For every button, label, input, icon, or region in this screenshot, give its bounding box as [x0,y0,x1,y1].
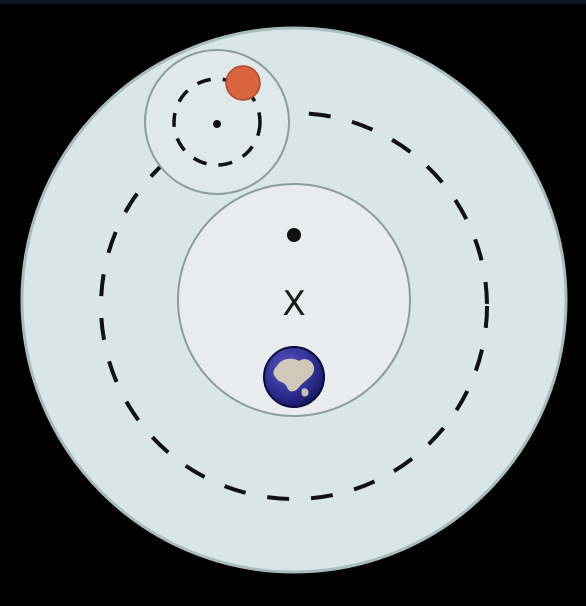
top-strip [0,0,586,4]
moon-body [226,66,260,100]
small-dot [213,120,221,128]
earth-icon [264,347,324,407]
x-marker: X [282,284,305,324]
center-dot [287,228,301,242]
